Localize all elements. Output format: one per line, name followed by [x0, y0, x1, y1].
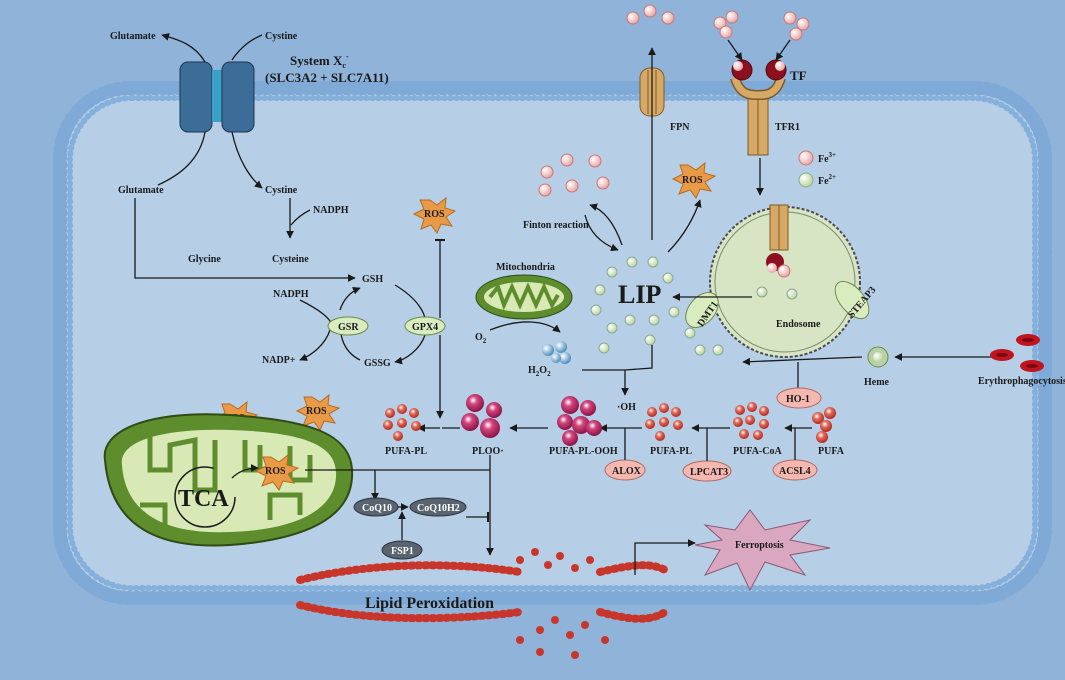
gpx4-enzyme — [404, 316, 446, 336]
fsp1-enzyme — [381, 540, 423, 560]
ferroptosis-burst — [694, 509, 831, 592]
fpn-label: FPN — [670, 122, 690, 133]
svg-text:ROS: ROS — [424, 209, 445, 220]
glycine-label: Glycine — [188, 254, 221, 265]
acsl4-label: ACSL4 — [779, 466, 811, 477]
cystine-out-label: Cystine — [265, 31, 298, 42]
nadph-top-label: NADPH — [313, 205, 349, 216]
coq10h2-node — [409, 497, 467, 517]
tf-transferrin — [731, 59, 787, 81]
tca-label: TCA — [178, 486, 229, 512]
tca-cycle-arrow — [174, 466, 236, 528]
cystine-in-label: Cystine — [265, 185, 298, 196]
glutamate-in-label: Glutamate — [118, 185, 164, 196]
heme-label: Heme — [864, 377, 890, 388]
red-blood-cells — [990, 334, 1044, 372]
dmt1-transporter — [685, 292, 719, 328]
pufa-pl-ooh-molecules — [557, 396, 602, 446]
gsh-label: GSH — [362, 274, 383, 285]
system-xc-genes: (SLC3A2 + SLC7A11) — [265, 70, 389, 85]
fsp1-label: FSP1 — [391, 546, 414, 557]
ploo-label: PLOO· — [472, 446, 504, 457]
mitochondria-large — [103, 413, 354, 547]
ferroptosis-label: Ferroptosis — [735, 540, 784, 551]
gssg-label: GSSG — [364, 358, 391, 369]
ros-burst-mito: ROS — [254, 453, 300, 491]
steap3-enzyme — [834, 280, 870, 320]
legend-fe2-label: Fe2+ — [818, 173, 836, 187]
endosome-label: Endosome — [776, 319, 821, 330]
cysteine-label: Cysteine — [272, 254, 309, 265]
svg-text:ROS: ROS — [682, 175, 703, 186]
ros-burst-b: ROS — [295, 393, 341, 431]
tf-label: TF — [790, 68, 807, 83]
mitochondria-label: Mitochondria — [496, 262, 555, 273]
h2o2-label: H2O2 — [528, 365, 551, 378]
gsr-label: GSR — [338, 322, 359, 333]
lpcat3-label: LPCAT3 — [690, 467, 728, 478]
pufa-coa-label: PUFA-CoA — [733, 446, 782, 457]
legend-fe3-icon — [798, 150, 814, 166]
mitochondria-small — [475, 274, 573, 320]
system-xc-transporter — [179, 61, 255, 133]
ros-burst-lip: ROS — [671, 161, 717, 199]
ho1-label: HO-1 — [786, 394, 810, 405]
lip-fe2-cluster — [590, 256, 724, 356]
ho1-enzyme — [776, 387, 822, 409]
glutamate-out-label: Glutamate — [110, 31, 156, 42]
pufa-pl-left-molecules — [383, 404, 421, 441]
o2-label: O2 — [475, 332, 487, 345]
pufa-label: PUFA — [818, 446, 845, 457]
oh-radical-label: ·OH — [617, 402, 636, 413]
coq10-label: CoQ10 — [362, 503, 392, 514]
pufa-pl-ooh-label: PUFA-PL-OOH — [549, 446, 618, 457]
pufa-pl-mid-molecules — [645, 403, 683, 441]
lipid-bilayer — [296, 548, 669, 659]
svg-text:ROS: ROS — [265, 466, 286, 477]
fe3-cluster — [538, 153, 610, 197]
fenton-label: Finton reaction — [523, 220, 589, 231]
gsr-enzyme — [327, 316, 369, 336]
tfr1-receptor — [730, 76, 786, 156]
coq10h2-label: CoQ10H2 — [417, 503, 460, 514]
legend-fe3-label: Fe3+ — [818, 151, 836, 165]
nadp-plus-label: NADP+ — [262, 355, 296, 366]
lipid-peroxidation-label: Lipid Peroxidation — [365, 595, 494, 612]
fe3-particle — [626, 11, 640, 25]
pufa-coa-molecules — [733, 402, 769, 440]
ros-burst-gpx4: ROS — [412, 196, 457, 234]
system-xc-label: System Xc- — [290, 52, 349, 70]
legend-fe2-icon — [798, 172, 814, 188]
alox-label: ALOX — [612, 466, 642, 477]
endosome-tfr1 — [766, 204, 791, 278]
nadph-left-label: NADPH — [273, 289, 309, 300]
tfr1-label: TFR1 — [775, 122, 800, 133]
pufa-molecules — [812, 407, 836, 443]
pufa-pl-left-label: PUFA-PL — [385, 446, 427, 457]
h2o2-molecule — [542, 341, 571, 364]
erythrophagocytosis-label: Erythrophagocytosis — [978, 376, 1065, 387]
gpx4-label: GPX4 — [412, 322, 438, 333]
ploo-molecules — [461, 394, 502, 438]
lip-label: LIP — [618, 280, 661, 309]
pufa-pl-mid-label: PUFA-PL — [650, 446, 692, 457]
svg-text:ROS: ROS — [306, 406, 327, 417]
